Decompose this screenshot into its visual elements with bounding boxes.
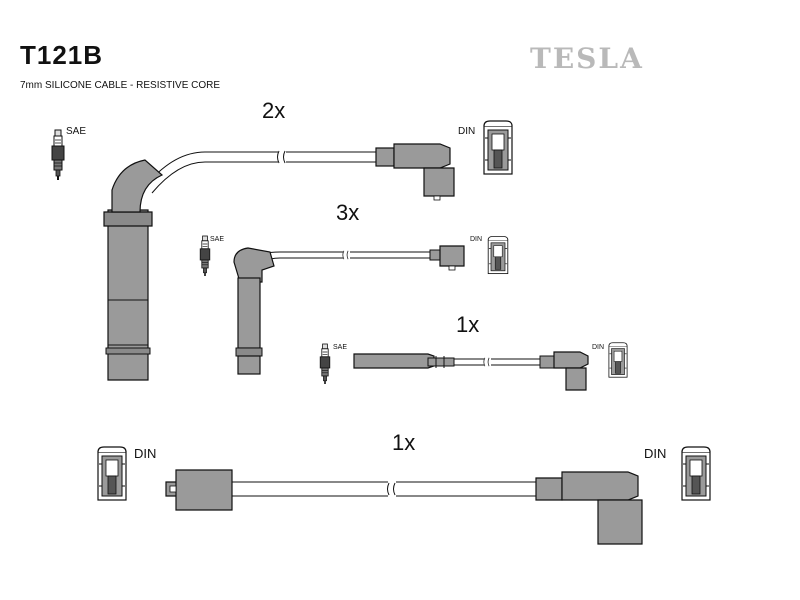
- lead-1-din-connector: [483, 120, 513, 175]
- lead-3: [319, 342, 628, 391]
- lead-4-left-din-connector: [97, 446, 127, 501]
- lead-4-quantity: 1x: [392, 430, 416, 455]
- cable-description: 7mm SILICONE CABLE - RESISTIVE CORE: [20, 80, 221, 91]
- lead-4-right-label: DIN: [644, 446, 667, 461]
- lead-4-right-din-connector: [681, 446, 711, 501]
- lead-1-connector-label: DIN: [458, 126, 476, 137]
- lead-2-quantity: 3x: [336, 200, 360, 225]
- lead-2: [199, 235, 509, 375]
- lead-2-spark-plug: [199, 235, 211, 277]
- lead-3-spark-plug: [319, 343, 331, 385]
- lead-3-quantity: 1x: [456, 312, 480, 337]
- lead-1: [51, 120, 513, 381]
- lead-2-connector-label: DIN: [470, 236, 483, 243]
- lead-3-plug-label: SAE: [333, 344, 348, 351]
- lead-3-connector-label: DIN: [592, 344, 605, 351]
- lead-1-quantity: 2x: [262, 98, 286, 123]
- lead-4-left-label: DIN: [134, 446, 157, 461]
- lead-1-plug-label: SAE: [66, 126, 87, 137]
- lead-1-spark-plug: [51, 129, 65, 181]
- lead-2-plug-label: SAE: [210, 236, 225, 243]
- brand-logo: TESLA: [530, 42, 644, 75]
- lead-3-din-connector: [608, 342, 628, 378]
- lead-4: [97, 446, 711, 545]
- part-number: T121B: [20, 40, 104, 70]
- lead-2-din-connector: [487, 236, 509, 275]
